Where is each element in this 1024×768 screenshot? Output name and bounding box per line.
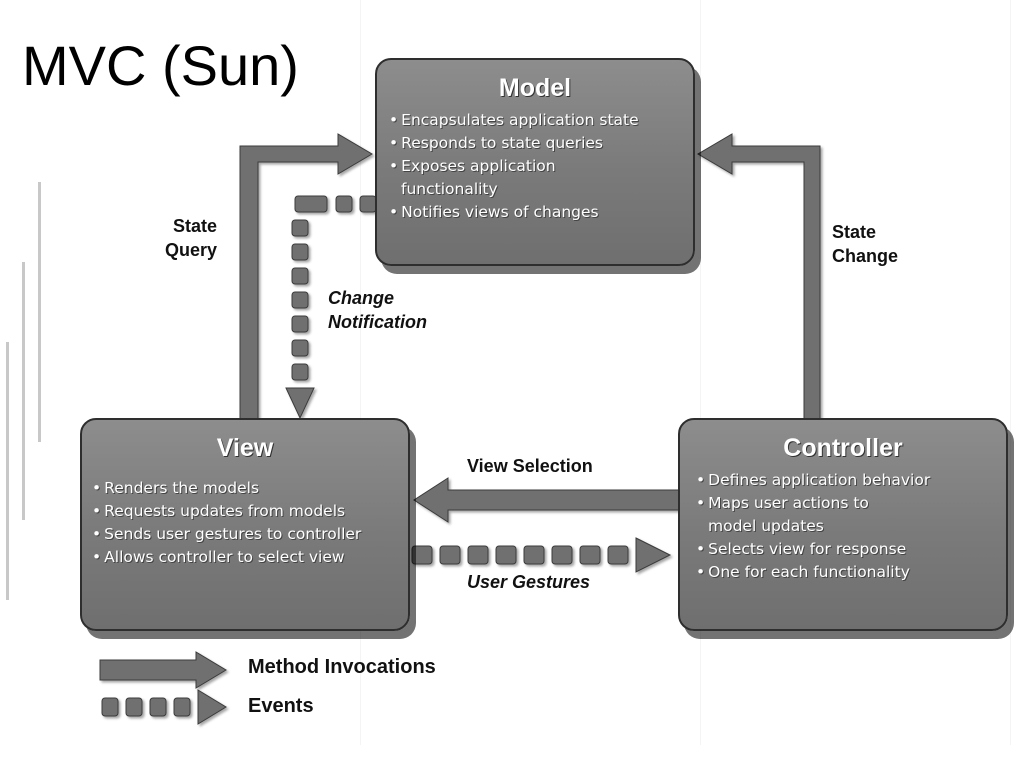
controller-items: •Defines application behavior •Maps user… [696,469,990,584]
view-items: •Renders the models •Requests updates fr… [92,477,398,569]
events-legend-arrow [101,689,227,725]
model-item: •Responds to state queries [389,134,603,152]
model-title: Model [498,74,572,102]
decorative-bar [38,182,41,442]
controller-item: •Defines application behavior [696,471,931,489]
state-query-label: State Query [165,214,217,262]
view-item: •Allows controller to select view [92,548,345,566]
state-change-label-line: Change [832,246,899,266]
model-item: functionality [401,180,498,198]
decorative-bar [22,262,25,520]
change-notification-arrow [285,195,377,420]
controller-item: •One for each functionality [696,563,910,581]
state-change-arrow [697,133,821,421]
view-selection-label: View Selection [467,456,593,476]
view-title: View [216,434,274,462]
change-notification-label: Change Notification [328,286,427,334]
view-selection-arrow [413,477,681,523]
view-box: View •Renders the models •Requests updat… [80,418,410,631]
state-change-label-line: State [832,222,877,242]
state-query-label-line: Query [165,240,218,260]
state-query-label-line: State [173,216,218,236]
model-item: •Notifies views of changes [389,203,599,221]
background-guide [700,0,701,745]
view-item: •Sends user gestures to controller [92,525,362,543]
state-change-label: State Change [832,220,898,268]
view-item: •Renders the models [92,479,260,497]
controller-box: Controller •Defines application behavior… [678,418,1008,631]
user-gestures-arrow [411,537,672,573]
controller-item: •Maps user actions to [696,494,869,512]
model-item: •Encapsulates application state [389,111,639,129]
legend-method-invocations: Method Invocations [248,656,436,678]
model-item: •Exposes application [389,157,556,175]
model-box: Model •Encapsulates application state •R… [375,58,695,266]
controller-title: Controller [783,434,903,462]
user-gestures-label: User Gestures [467,572,591,592]
background-guide [360,0,361,745]
controller-item: •Selects view for response [696,540,907,558]
controller-item: model updates [708,517,824,535]
view-item: •Requests updates from models [92,502,346,520]
change-notification-label-line: Notification [328,312,427,332]
change-notification-label-line: Change [328,288,395,308]
method-invocation-legend-arrow [99,651,227,689]
page-title: MVC (Sun) [22,34,299,97]
legend-events: Events [248,695,314,717]
state-query-arrow [239,133,373,421]
model-items: •Encapsulates application state •Respond… [389,109,681,224]
decorative-bar [6,342,9,600]
background-guide [1010,0,1011,745]
